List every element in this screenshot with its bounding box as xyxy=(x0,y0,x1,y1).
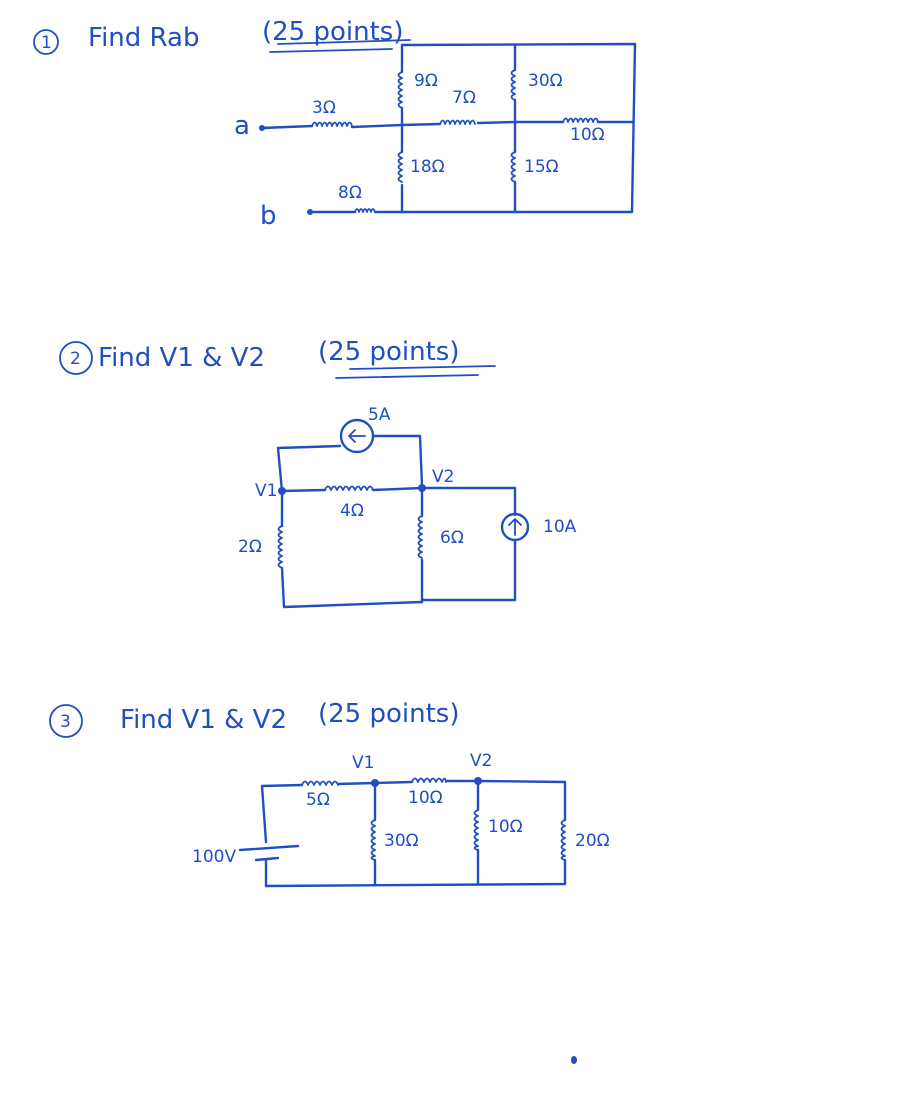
problem-2-number-badge: 2 xyxy=(59,341,93,375)
resistor-8-ohm xyxy=(354,208,376,213)
problem-2-prompt: Find V1 & V2 xyxy=(98,343,265,373)
arrow-up-icon xyxy=(508,518,522,536)
battery-plate-long xyxy=(238,844,300,852)
resistor-3-ohm xyxy=(311,121,353,127)
arrow-left-icon xyxy=(348,429,366,443)
battery-plate-short xyxy=(254,856,280,862)
label-5a: 5A xyxy=(368,405,391,425)
problem-2-number: 2 xyxy=(70,349,81,369)
wire xyxy=(264,858,567,888)
current-source-5a xyxy=(339,418,375,454)
points-underline xyxy=(335,374,479,379)
problem-3: 3 Find V1 & V2 (25 points) 5Ω 10Ω 30Ω xyxy=(49,699,610,888)
resistor-30-ohm xyxy=(510,69,516,101)
node-a-label: a xyxy=(234,111,250,141)
label-10a: 10A xyxy=(543,517,577,537)
resistor-9-ohm xyxy=(397,71,403,109)
resistor-20-ohm xyxy=(560,819,566,861)
wire xyxy=(420,538,517,602)
wire xyxy=(400,122,442,127)
resistor-30-ohm xyxy=(370,819,376,861)
label-5-ohm: 5Ω xyxy=(306,790,330,810)
wire xyxy=(400,42,637,214)
problem-3-points: (25 points) xyxy=(318,699,460,729)
label-6-ohm: 6Ω xyxy=(440,528,464,548)
points-underline xyxy=(277,39,411,45)
terminal-b xyxy=(307,209,313,215)
label-15-ohm: 15Ω xyxy=(524,157,559,177)
label-8-ohm: 8Ω xyxy=(338,183,362,203)
resistor-2-ohm xyxy=(277,525,283,569)
label-7-ohm: 7Ω xyxy=(452,88,476,108)
label-v1: V1 xyxy=(352,753,374,773)
resistor-18-ohm xyxy=(397,151,403,183)
wire xyxy=(276,444,342,493)
node-v1 xyxy=(278,487,286,495)
problem-1-number: 1 xyxy=(41,33,52,53)
label-v2: V2 xyxy=(432,467,454,487)
resistor-6-ohm xyxy=(417,515,423,559)
resistor-10-ohm xyxy=(562,117,599,123)
current-source-10a xyxy=(500,512,530,542)
label-9-ohm: 9Ω xyxy=(414,71,438,91)
label-10-ohm: 10Ω xyxy=(570,125,605,145)
label-v1: V1 xyxy=(255,481,277,501)
node-v1 xyxy=(371,779,379,787)
wire xyxy=(260,783,304,844)
label-30-ohm: 30Ω xyxy=(384,831,419,851)
problem-3-number: 3 xyxy=(60,712,71,732)
ink-speck xyxy=(571,1056,577,1064)
label-v2: V2 xyxy=(470,751,492,771)
voltage-source-100v xyxy=(238,844,300,862)
resistor-4-ohm xyxy=(324,485,374,491)
wire xyxy=(260,124,314,130)
problem-3-number-badge: 3 xyxy=(49,704,83,738)
label-20-ohm: 20Ω xyxy=(575,831,610,851)
wire xyxy=(372,434,424,488)
terminal-a xyxy=(259,125,265,131)
resistor-10-ohm-shunt xyxy=(473,809,479,851)
wire xyxy=(373,780,414,785)
node-v2 xyxy=(418,484,426,492)
wire xyxy=(444,779,567,822)
wire xyxy=(336,781,377,786)
problem-2-points: (25 points) xyxy=(318,337,460,367)
label-10-ohm-shunt: 10Ω xyxy=(488,817,523,837)
label-3-ohm: 3Ω xyxy=(312,98,336,118)
label-100v: 100V xyxy=(192,847,236,867)
wire xyxy=(280,488,327,493)
resistor-15-ohm xyxy=(510,151,516,183)
problem-1-prompt: Find Rab xyxy=(88,23,199,53)
node-v2 xyxy=(474,777,482,785)
label-10-ohm-series: 10Ω xyxy=(408,788,443,808)
wire xyxy=(280,566,424,609)
problem-3-prompt: Find V1 & V2 xyxy=(120,705,287,735)
node-b-label: b xyxy=(260,201,277,231)
label-30-ohm: 30Ω xyxy=(528,71,563,91)
wire xyxy=(476,120,517,125)
label-18-ohm: 18Ω xyxy=(410,157,445,177)
wire xyxy=(420,486,517,517)
wire xyxy=(371,486,424,492)
resistor-5-ohm xyxy=(301,780,339,786)
wire xyxy=(350,123,404,129)
problem-1-number-badge: 1 xyxy=(33,29,59,55)
points-underline xyxy=(349,365,496,370)
problem-1: 1 Find Rab (25 points) 3Ω xyxy=(33,17,637,231)
points-underline xyxy=(269,48,393,53)
problem-2: 2 Find V1 & V2 (25 points) xyxy=(59,337,577,609)
resistor-7-ohm xyxy=(439,119,476,125)
label-4-ohm: 4Ω xyxy=(340,501,364,521)
resistor-10-ohm-series xyxy=(411,777,447,783)
label-2-ohm: 2Ω xyxy=(238,537,262,557)
